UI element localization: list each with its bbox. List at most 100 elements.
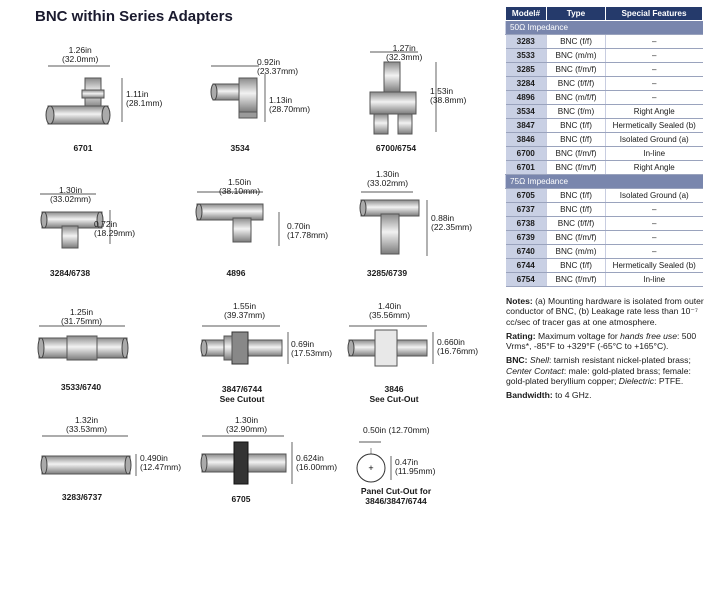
model-cell: 6700 — [505, 146, 547, 161]
dimension-label: 0.490in (12.47mm) — [140, 453, 182, 472]
notes-label: Notes: — [506, 296, 533, 306]
dimension-label: 1.30in (33.02mm) — [367, 169, 409, 188]
center-text: : male: gold-plated brass; female: gold-… — [506, 365, 691, 387]
dimension-label: 0.72in (18.29mm) — [94, 219, 136, 238]
model-cell: 3285 — [505, 62, 547, 77]
column-header-type: Type — [546, 6, 606, 21]
dimension-label: 0.92in (23.37mm) — [257, 57, 299, 76]
section-label: 75Ω Impedance — [505, 174, 703, 189]
type-cell: BNC (f/f) — [546, 34, 606, 49]
feature-cell: – — [605, 34, 703, 49]
feature-cell: – — [605, 48, 703, 63]
dimension-label: 0.660in (16.76mm) — [437, 337, 479, 356]
type-cell: BNC (f/f/f) — [546, 76, 606, 91]
dimension-label: 1.25in (31.75mm) — [61, 307, 103, 326]
product-caption: 3534 — [230, 143, 250, 153]
type-cell: BNC (m/m) — [546, 244, 606, 259]
model-cell: 3846 — [505, 132, 547, 147]
model-cell: 3533 — [505, 48, 547, 63]
panel-cutout-diagram: + 0.50in (12.70mm) 0.47in (11.95mm) Pane… — [355, 424, 495, 514]
product-3285-6739: 1.30in (33.02mm) 0.88in (22.35mm) 3285/6… — [355, 170, 495, 280]
type-cell: BNC (f/f) — [546, 188, 606, 203]
product-caption: 6705 — [231, 494, 251, 504]
dimension-label: 1.55in (39.37mm) — [224, 301, 266, 320]
product-caption: 3847/6744 See Cutout — [219, 384, 265, 404]
model-cell: 6701 — [505, 160, 547, 175]
product-3284-6738: 1.30in (33.02mm) 0.72in (18.29mm) 3284/6… — [40, 182, 170, 282]
feature-cell: – — [605, 202, 703, 217]
notes-text: (a) Mounting hardware is isolated from o… — [506, 296, 704, 327]
model-cell: 6738 — [505, 216, 547, 231]
dielectric-label: Dielectric — [618, 376, 655, 387]
type-cell: BNC (f/f) — [546, 118, 606, 133]
feature-cell: – — [605, 90, 703, 105]
type-cell: BNC (f/m/f) — [546, 272, 606, 287]
shell-text: : tarnish resistant nickel-plated brass; — [548, 355, 691, 366]
dimension-label: 1.26in (32.0mm) — [62, 45, 99, 64]
rating-paragraph: Rating: Maximum voltage for hands free u… — [506, 331, 706, 352]
type-cell: BNC (f/m/f) — [546, 160, 606, 175]
product-caption: 3283/6737 — [61, 492, 103, 502]
feature-cell: – — [605, 76, 703, 91]
type-cell: BNC (f/m/f) — [546, 146, 606, 161]
svg-text:+: + — [368, 463, 373, 473]
dielectric-text: : PTFE. — [654, 376, 684, 387]
product-caption: 3284/6738 — [49, 268, 91, 278]
model-cell: 6754 — [505, 272, 547, 287]
bandwidth-paragraph: Bandwidth: to 4 GHz. — [506, 390, 706, 400]
dimension-label: 1.53in (38.8mm) — [430, 86, 467, 105]
model-cell: 6705 — [505, 188, 547, 203]
bnc-label: BNC: — [506, 355, 528, 366]
type-cell: BNC (m/m) — [546, 48, 606, 63]
page-title: BNC within Series Adapters — [35, 8, 233, 25]
feature-cell: – — [605, 216, 703, 231]
dimension-label: 1.13in (28.70mm) — [269, 95, 311, 114]
feature-cell: – — [605, 62, 703, 77]
dimension-label: 1.32in (33.53mm) — [66, 415, 108, 434]
rating-label: Rating: — [506, 330, 536, 341]
product-caption: 3533/6740 — [60, 382, 102, 392]
model-cell: 3283 — [505, 34, 547, 49]
dimension-label: 0.88in (22.35mm) — [431, 213, 473, 232]
dimension-label: 0.50in (12.70mm) — [363, 425, 430, 435]
spec-table: Model# Type Special Features 50Ω Impedan… — [505, 6, 703, 287]
rating-text: Maximum voltage for — [538, 330, 618, 341]
product-caption: Panel Cut-Out for 3846/3847/6744 — [360, 486, 432, 506]
column-header-model: Model# — [505, 6, 547, 21]
model-cell: 6737 — [505, 202, 547, 217]
notes-paragraph: Notes: (a) Mounting hardware is isolated… — [506, 296, 706, 327]
product-3534: 0.92in (23.37mm) 1.13in (28.70mm) 3534 — [205, 40, 335, 153]
product-3847-6744: 1.55in (39.37mm) 0.69in (17.53mm) 3847/6… — [198, 302, 338, 412]
feature-cell: Hermetically Sealed (b) — [605, 118, 703, 133]
type-cell: BNC (f/f) — [546, 132, 606, 147]
dimension-label: 1.50in (38.10mm) — [219, 177, 261, 196]
bnc-paragraph: BNC: Shell: tarnish resistant nickel-pla… — [506, 355, 706, 386]
dimension-label: 1.30in (33.02mm) — [50, 185, 92, 204]
product-6700-6754: 1.27in (32.3mm) 1.53in (38.8mm) 6700/675… — [360, 40, 500, 153]
table-section-row: 75Ω Impedance — [505, 174, 703, 189]
model-cell: 6744 — [505, 258, 547, 273]
rating-text-2: : 500 Vrms*, -85°F to +329°F (-65°C to +… — [506, 330, 697, 352]
feature-cell: – — [605, 244, 703, 259]
dimension-label: 0.70in (17.78mm) — [287, 221, 329, 240]
product-caption: 6701 — [73, 143, 93, 153]
type-cell: BNC (m/f/f) — [546, 90, 606, 105]
dimension-label: 1.11in (28.1mm) — [126, 89, 163, 108]
model-cell: 3847 — [505, 118, 547, 133]
product-caption: 4896 — [226, 268, 246, 278]
feature-cell: Isolated Ground (a) — [605, 188, 703, 203]
column-header-features: Special Features — [605, 6, 703, 21]
